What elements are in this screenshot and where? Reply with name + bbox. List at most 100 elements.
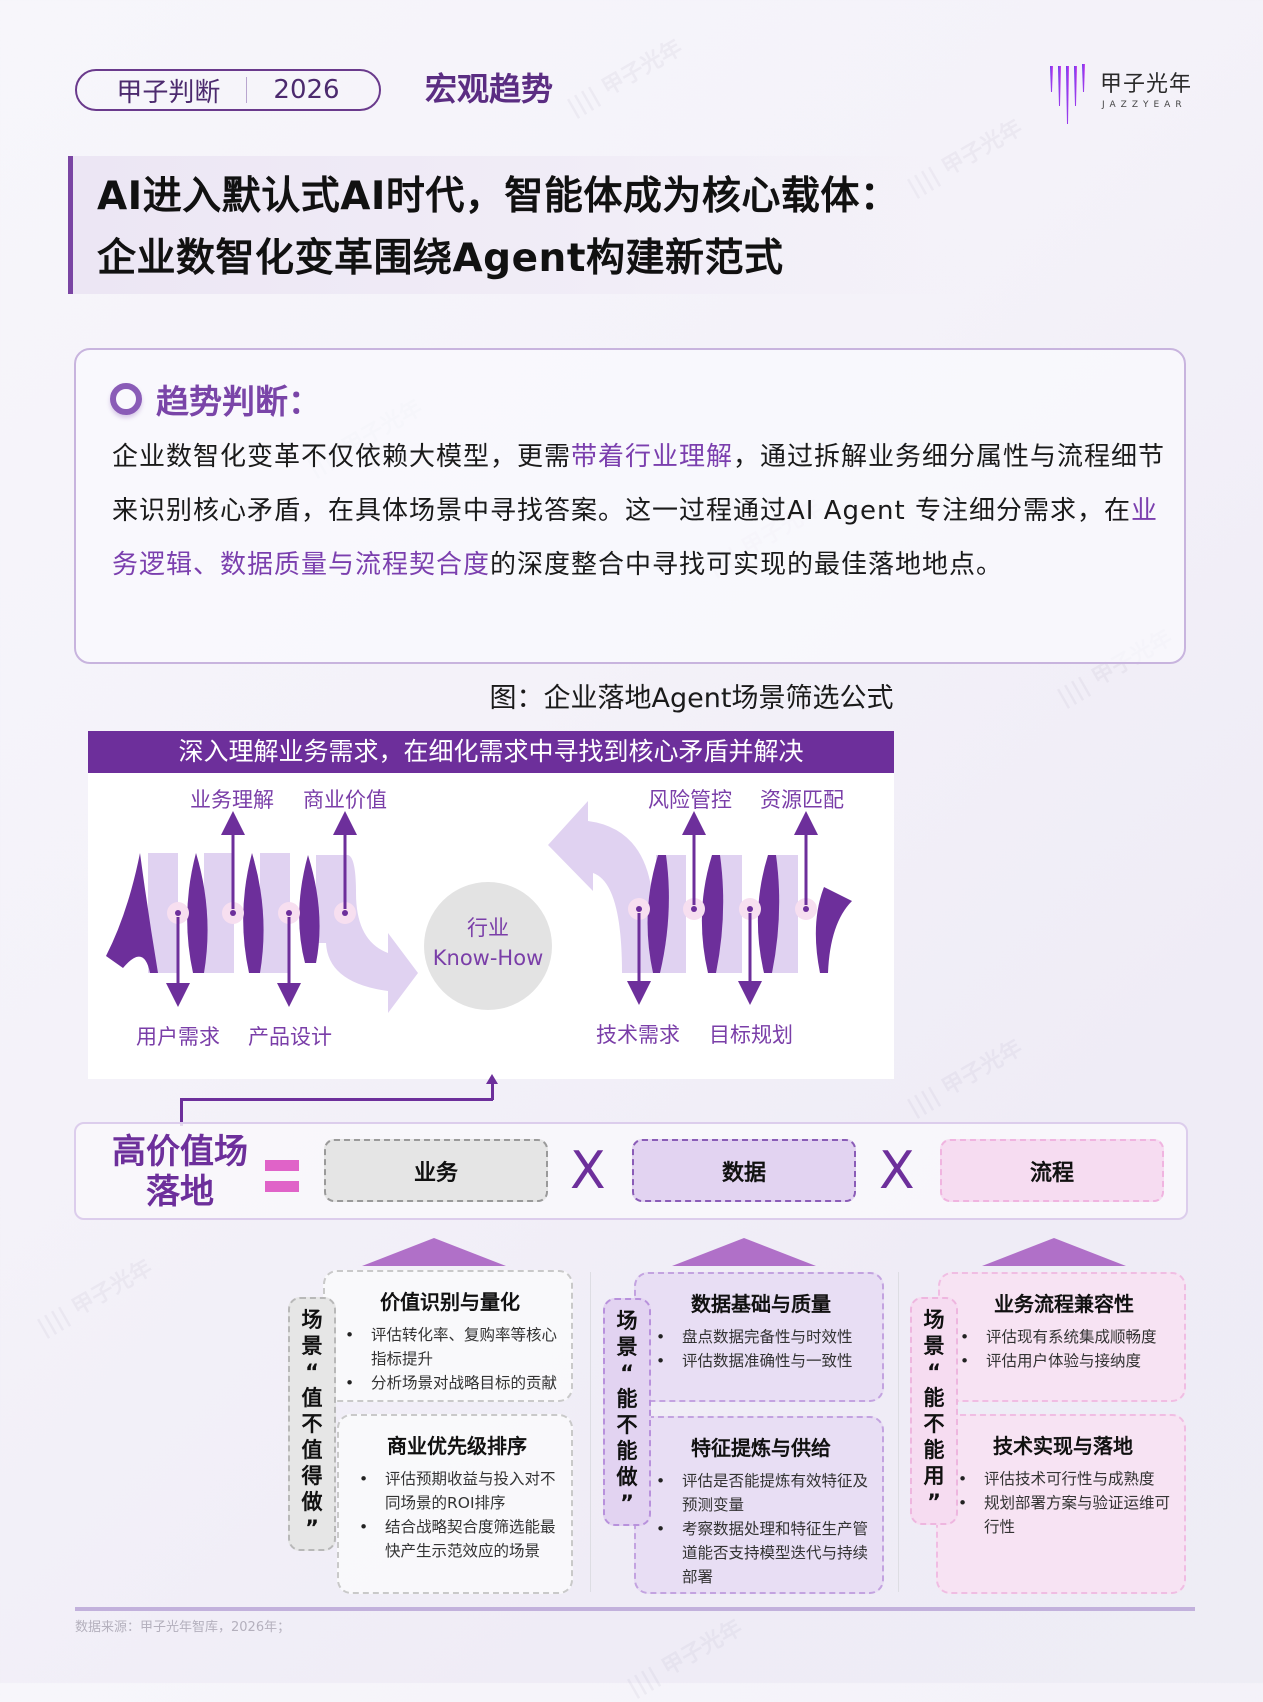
connector-line [180, 1098, 183, 1126]
card-item: 评估转化率、复购率等核心指标提升 [343, 1323, 557, 1371]
label-goal-planning: 目标规划 [709, 1023, 793, 1047]
card-title: 特征提炼与供给 [691, 1436, 831, 1460]
tag-char: 能 [616, 1387, 638, 1411]
card-title: 业务流程兼容性 [994, 1292, 1134, 1316]
card-item: 结合战略契合度筛选能最快产生示范效应的场景 [357, 1515, 557, 1563]
tag-char: 景 [923, 1334, 945, 1358]
tag-char: “ [927, 1360, 941, 1384]
tag-char: 值 [301, 1438, 323, 1462]
report-tag-pill: 甲子判断 2026 [75, 69, 381, 111]
triangle-pointer-icon [672, 1238, 816, 1266]
tag-divider [246, 77, 248, 103]
card-item: 考察数据处理和特征生产管道能否支持模型迭代与持续部署 [654, 1517, 868, 1589]
tag-char: ” [305, 1516, 319, 1540]
card-item: 评估预期收益与投入对不同场景的ROI排序 [357, 1467, 557, 1515]
trend-highlight: 业务逻辑、数据质量与流程契合度 [112, 496, 1158, 580]
formula-lhs-line-2: 落地 [146, 1172, 214, 1212]
knowhow-line-2: Know-How [432, 946, 544, 970]
bars-logo-icon [1050, 64, 1085, 124]
trend-highlight: 带着行业理解 [571, 442, 734, 472]
brand-logo: 甲子光年 JAZZYEAR [1048, 58, 1198, 128]
card-item: 评估是否能提炼有效特征及预测变量 [654, 1469, 868, 1517]
trend-text: 的深度整合中寻找可实现的最佳落地地点。 [490, 550, 1004, 580]
trend-text: 企业数智化变革不仅依赖大模型，更需 [112, 442, 572, 472]
tag-can-do: 场 景 “ 能 不 能 做 ” [603, 1298, 651, 1526]
card-process-compatibility: 业务流程兼容性 评估现有系统集成顺畅度 评估用户体验与接纳度 [938, 1272, 1186, 1402]
card-title: 技术实现与落地 [993, 1434, 1133, 1458]
tag-char: 不 [616, 1413, 638, 1437]
formula-lhs: 高价值场 落地 [100, 1132, 260, 1212]
column-divider [590, 1272, 591, 1592]
watermark: |||| 甲子光年 [563, 35, 687, 121]
data-source: 数据来源：甲子光年智库，2026年； [75, 1620, 291, 1635]
multiply-icon: X [570, 1141, 606, 1201]
trend-box [74, 348, 1186, 664]
watermark: |||| 甲子光年 [33, 1255, 157, 1341]
trend-body: 企业数智化变革不仅依赖大模型，更需带着行业理解，通过拆解业务细分属性与流程细节来… [112, 430, 1172, 592]
arrow-up-icon [486, 1074, 498, 1084]
tag-char: 值 [301, 1386, 323, 1410]
figure-caption: 图：企业落地Agent场景筛选公式 [489, 683, 894, 714]
tag-char: 能 [923, 1438, 945, 1462]
tag-char: 得 [301, 1464, 323, 1488]
card-tech-implementation: 技术实现与落地 评估技术可行性与成熟度 规划部署方案与验证运维可行性 [936, 1414, 1186, 1594]
card-item: 评估数据准确性与一致性 [654, 1349, 868, 1373]
connector-line [180, 1098, 493, 1101]
tag-char: 能 [923, 1386, 945, 1410]
section-title: 宏观趋势 [425, 70, 554, 108]
trend-text: ，通过拆解业务细分属性与流程细节来识别核心矛盾，在具体场景中寻找答案。这一过程通… [112, 442, 1166, 526]
trend-title: 趋势判断： [156, 382, 321, 421]
connector-line [491, 1080, 494, 1100]
headline-line-2: 企业数智化变革围绕Agent构建新范式 [97, 236, 784, 281]
triangle-pointer-icon [362, 1238, 506, 1266]
card-feature-extraction: 特征提炼与供给 评估是否能提炼有效特征及预测变量 考察数据处理和特征生产管道能否… [634, 1416, 884, 1594]
factor-process: 流程 [940, 1139, 1164, 1202]
card-item: 评估用户体验与接纳度 [958, 1349, 1170, 1373]
headline-line-1: AI进入默认式AI时代，智能体成为核心载体： [97, 174, 900, 219]
label-tech-needs: 技术需求 [596, 1023, 680, 1047]
factor-data: 数据 [632, 1139, 856, 1202]
card-item: 评估技术可行性与成熟度 [956, 1467, 1170, 1491]
label-resource-matching: 资源匹配 [760, 788, 844, 812]
card-title: 商业优先级排序 [387, 1434, 527, 1458]
helix-diagram [106, 801, 852, 1013]
tag-char: ” [620, 1491, 634, 1515]
card-title: 数据基础与质量 [691, 1292, 831, 1316]
footer-divider [75, 1607, 1195, 1611]
ring-icon [110, 383, 142, 415]
tag-char: 景 [616, 1335, 638, 1359]
label-business-understanding: 业务理解 [190, 788, 274, 812]
tag-char: ” [927, 1490, 941, 1514]
card-business-priority: 商业优先级排序 评估预期收益与投入对不同场景的ROI排序 结合战略契合度筛选能最… [337, 1414, 573, 1594]
card-data-foundation: 数据基础与质量 盘点数据完备性与时效性 评估数据准确性与一致性 [634, 1272, 884, 1402]
logo-name: 甲子光年 [1100, 72, 1193, 97]
card-title: 价值识别与量化 [380, 1290, 520, 1314]
tag-char: 景 [301, 1334, 323, 1358]
industry-knowhow-circle: 行业 Know-How [424, 882, 552, 1010]
watermark: |||| 甲子光年 [903, 1035, 1027, 1121]
tag-worth-doing: 场 景 “ 值 不 值 得 做 ” [288, 1297, 336, 1551]
tag-char: 场 [923, 1308, 945, 1332]
logo-english: JAZZYEAR [1102, 100, 1187, 110]
right-helix [548, 801, 852, 1005]
tag-char: “ [305, 1360, 319, 1384]
card-item: 分析场景对战略目标的贡献 [343, 1371, 557, 1395]
card-value-identification: 价值识别与量化 评估转化率、复购率等核心指标提升 分析场景对战略目标的贡献 [323, 1270, 573, 1402]
tag-char: 做 [616, 1465, 638, 1489]
tag-can-use: 场 景 “ 能 不 能 用 ” [910, 1297, 958, 1525]
label-risk-control: 风险管控 [648, 788, 732, 812]
trend-heading: 趋势判断： [110, 375, 321, 423]
tag-label: 甲子判断 [116, 77, 221, 108]
tag-char: 不 [301, 1412, 323, 1436]
card-item: 评估现有系统集成顺畅度 [958, 1325, 1170, 1349]
card-item: 盘点数据完备性与时效性 [654, 1325, 868, 1349]
tag-char: 场 [616, 1309, 638, 1333]
knowhow-line-1: 行业 [467, 916, 509, 940]
multiply-icon: X [879, 1141, 915, 1201]
factor-business: 业务 [324, 1139, 548, 1202]
card-item: 规划部署方案与验证运维可行性 [956, 1491, 1170, 1539]
tag-char: 做 [301, 1490, 323, 1514]
label-product-design: 产品设计 [248, 1025, 332, 1049]
left-helix [106, 811, 418, 1013]
equals-icon [265, 1160, 299, 1202]
